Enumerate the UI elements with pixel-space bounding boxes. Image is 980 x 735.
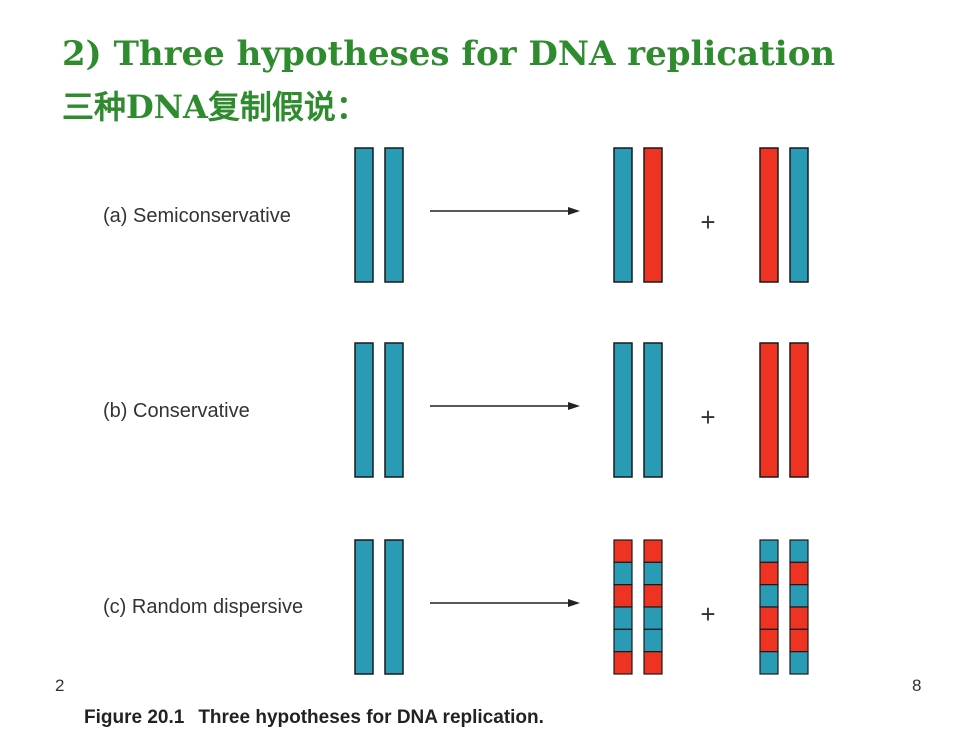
- row3-daughter1-strand-1-segment: [613, 539, 633, 563]
- row1-daughter2-strand-1: [759, 147, 779, 283]
- row3-daughter2-strand-2-segment: [789, 584, 809, 608]
- row3-parent-strand-2: [384, 539, 404, 675]
- slide-title-chinese: 三种DNA复制假说：: [62, 88, 368, 126]
- row3-daughter2-strand-1-segment: [759, 606, 779, 630]
- row2-daughter2-strand-1: [759, 342, 779, 478]
- row1-parent-strand-2: [384, 147, 404, 283]
- row3-daughter1-strand-2-segment: [643, 628, 663, 653]
- row3-daughter1-strand-1-segment: [613, 561, 633, 586]
- row3-daughter1-strand-1-segment: [613, 584, 633, 608]
- row3-daughter1-strand-2-segment: [643, 606, 663, 630]
- row3-daughter2-strand-1-segment: [759, 539, 779, 563]
- slide-title: 2) Three hypotheses for DNA replication: [62, 34, 836, 74]
- row3-daughter2-strand-2-segment: [789, 628, 809, 653]
- plus-sign: +: [700, 599, 715, 629]
- plus-sign: +: [700, 207, 715, 237]
- row3-daughter1-strand-2-segment: [643, 561, 663, 586]
- row-label-dispersive: (c) Random dispersive: [103, 596, 303, 618]
- row3-daughter1-strand-2-segment: [643, 584, 663, 608]
- row2-daughter1-strand-2: [643, 342, 663, 478]
- row3-daughter2-strand-2-segment: [789, 606, 809, 630]
- row2-daughter1-strand-1: [613, 342, 633, 478]
- row3-daughter2-strand-1-segment: [759, 561, 779, 586]
- row3-parent-strand-1: [354, 539, 374, 675]
- figure-caption-text: Three hypotheses for DNA replication.: [198, 707, 544, 728]
- figure-caption: Figure 20.1 Three hypotheses for DNA repl…: [84, 707, 544, 729]
- arrow-head-icon: [568, 599, 580, 607]
- row3-daughter2-strand-1-segment: [759, 651, 779, 675]
- row1-daughter1-strand-2: [643, 147, 663, 283]
- row3-daughter2-strand-2-segment: [789, 651, 809, 675]
- row3-daughter1-strand-1-segment: [613, 628, 633, 653]
- row2-daughter2-strand-2: [789, 342, 809, 478]
- arrow-head-icon: [568, 207, 580, 215]
- row3-daughter1-strand-1-segment: [613, 606, 633, 630]
- row2-parent-strand-2: [384, 342, 404, 478]
- row3-daughter1-strand-2-segment: [643, 539, 663, 563]
- figure-number: Figure 20.1: [84, 707, 185, 728]
- row-label-conservative: (b) Conservative: [103, 400, 250, 422]
- row3-daughter2-strand-2-segment: [789, 539, 809, 563]
- plus-sign: +: [700, 402, 715, 432]
- row2-parent-strand-1: [354, 342, 374, 478]
- row3-daughter2-strand-2-segment: [789, 561, 809, 586]
- arrow-head-icon: [568, 402, 580, 410]
- row3-daughter2-strand-1-segment: [759, 584, 779, 608]
- row1-parent-strand-1: [354, 147, 374, 283]
- row1-daughter1-strand-1: [613, 147, 633, 283]
- row3-daughter1-strand-1-segment: [613, 651, 633, 675]
- row3-daughter1-strand-2-segment: [643, 651, 663, 675]
- row-label-semiconservative: (a) Semiconservative: [103, 205, 291, 227]
- row3-daughter2-strand-1-segment: [759, 628, 779, 653]
- slide-number: 8: [912, 676, 922, 695]
- row1-daughter2-strand-2: [789, 147, 809, 283]
- footer-left-text: 2: [55, 676, 65, 695]
